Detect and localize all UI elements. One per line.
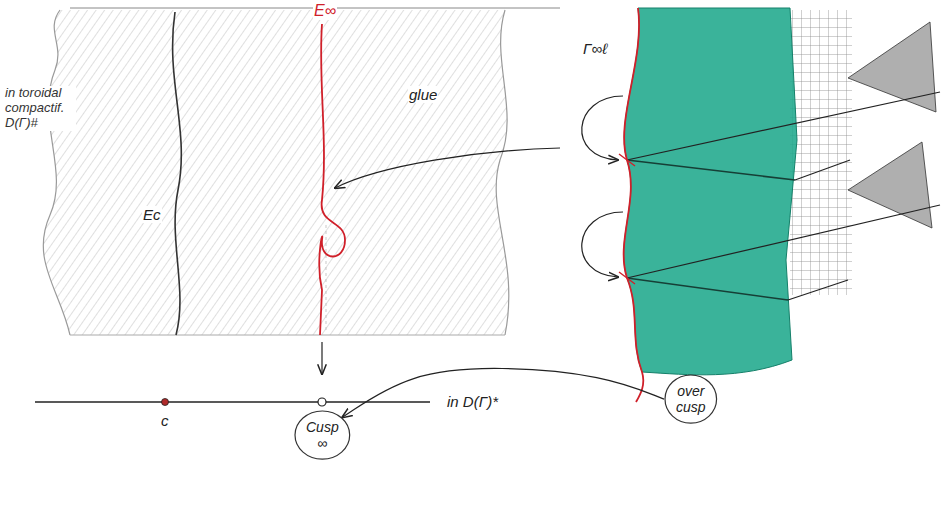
circle-outline — [295, 411, 350, 459]
region-edge — [43, 10, 70, 335]
pencil-guide — [326, 225, 327, 330]
curve-einf — [319, 24, 345, 335]
band-line — [795, 160, 850, 180]
point-cusp — [318, 398, 326, 406]
cusp-circle: Cusp ∞ — [294, 410, 351, 460]
boundary-red — [624, 8, 644, 402]
curve-ec — [173, 12, 182, 335]
map-arrow — [321, 342, 322, 374]
region-bottom — [70, 335, 505, 336]
connector-arrow — [342, 368, 664, 417]
over-cusp-circle: over cusp — [664, 374, 718, 424]
ray — [627, 92, 940, 160]
toroidal-region — [43, 10, 509, 335]
band-line — [627, 278, 788, 300]
base-line — [35, 401, 430, 402]
band-line — [627, 160, 795, 180]
text-label: in toroidal compactif. D(Γ)# — [4, 86, 76, 131]
ray — [627, 205, 940, 278]
text-label: Ec — [142, 206, 162, 223]
cusp-mark — [619, 154, 635, 284]
cone — [848, 22, 936, 112]
text-label: c — [160, 412, 170, 429]
point-c — [162, 399, 169, 406]
region-edge — [496, 10, 509, 335]
text-label: E∞ — [313, 2, 337, 20]
cone — [848, 142, 932, 228]
glue-arrow — [335, 148, 560, 188]
action-arrow — [582, 212, 623, 277]
node-text: Cusp ∞ — [306, 419, 339, 451]
text-label: in D(Γ)* — [446, 393, 499, 410]
grid-region — [790, 10, 852, 295]
text-label: glue — [408, 86, 438, 103]
node-text: over cusp — [676, 383, 706, 415]
circle-outline — [665, 375, 717, 423]
band-line — [788, 280, 848, 300]
action-arrow — [582, 96, 623, 160]
green-band — [624, 8, 797, 375]
text-label: Γ∞ℓ — [582, 40, 608, 57]
